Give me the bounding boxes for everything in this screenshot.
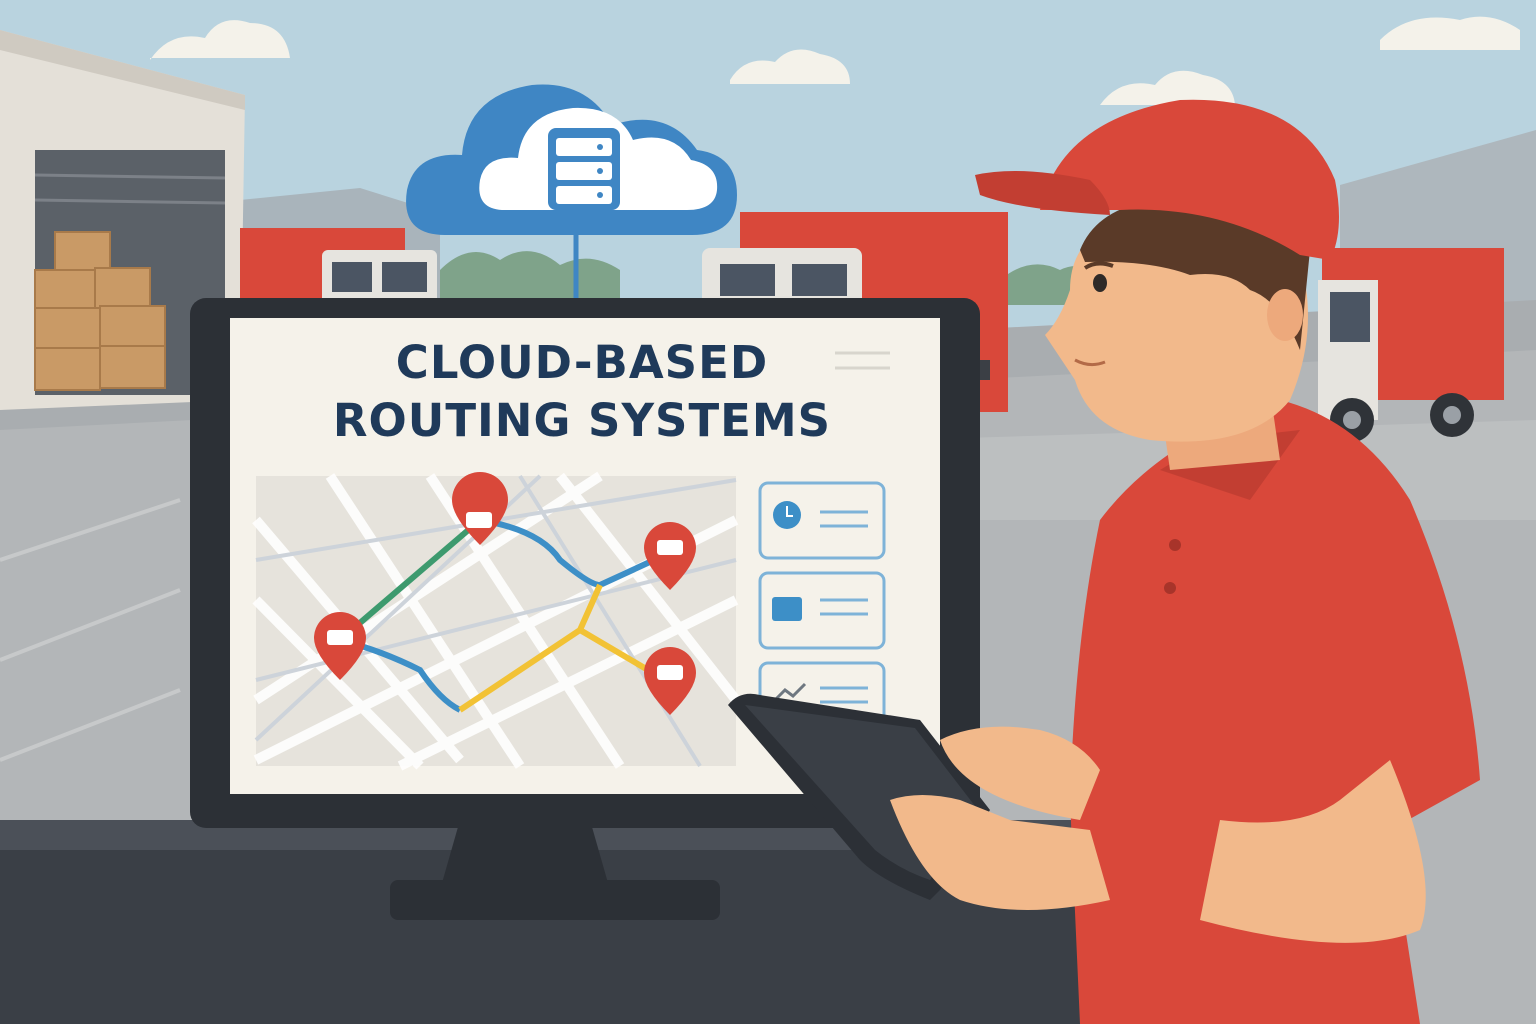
warehouse: [0, 30, 245, 410]
cloud-server-icon: [406, 84, 737, 300]
map-pin-truck-icon: [644, 647, 696, 715]
sky-clouds: [150, 16, 1520, 105]
clock-icon: [773, 501, 801, 529]
map-pin-truck-icon: [644, 522, 696, 590]
map-pin-truck-icon: [314, 612, 366, 680]
delivery-worker: [728, 99, 1480, 1024]
ground-markings: [0, 498, 181, 762]
menu-icon: [835, 351, 890, 370]
map-pin-truck-icon: [452, 472, 508, 545]
truck-right: [1318, 248, 1504, 442]
title-line-2: ROUTING SYSTEMS: [332, 394, 832, 447]
desk: [0, 840, 1100, 1024]
page-title: CLOUD-BASED ROUTING SYSTEMS: [232, 334, 932, 450]
square-icon: [772, 597, 802, 621]
title-line-1: CLOUD-BASED: [395, 336, 769, 389]
line-chart-icon: [773, 682, 807, 702]
